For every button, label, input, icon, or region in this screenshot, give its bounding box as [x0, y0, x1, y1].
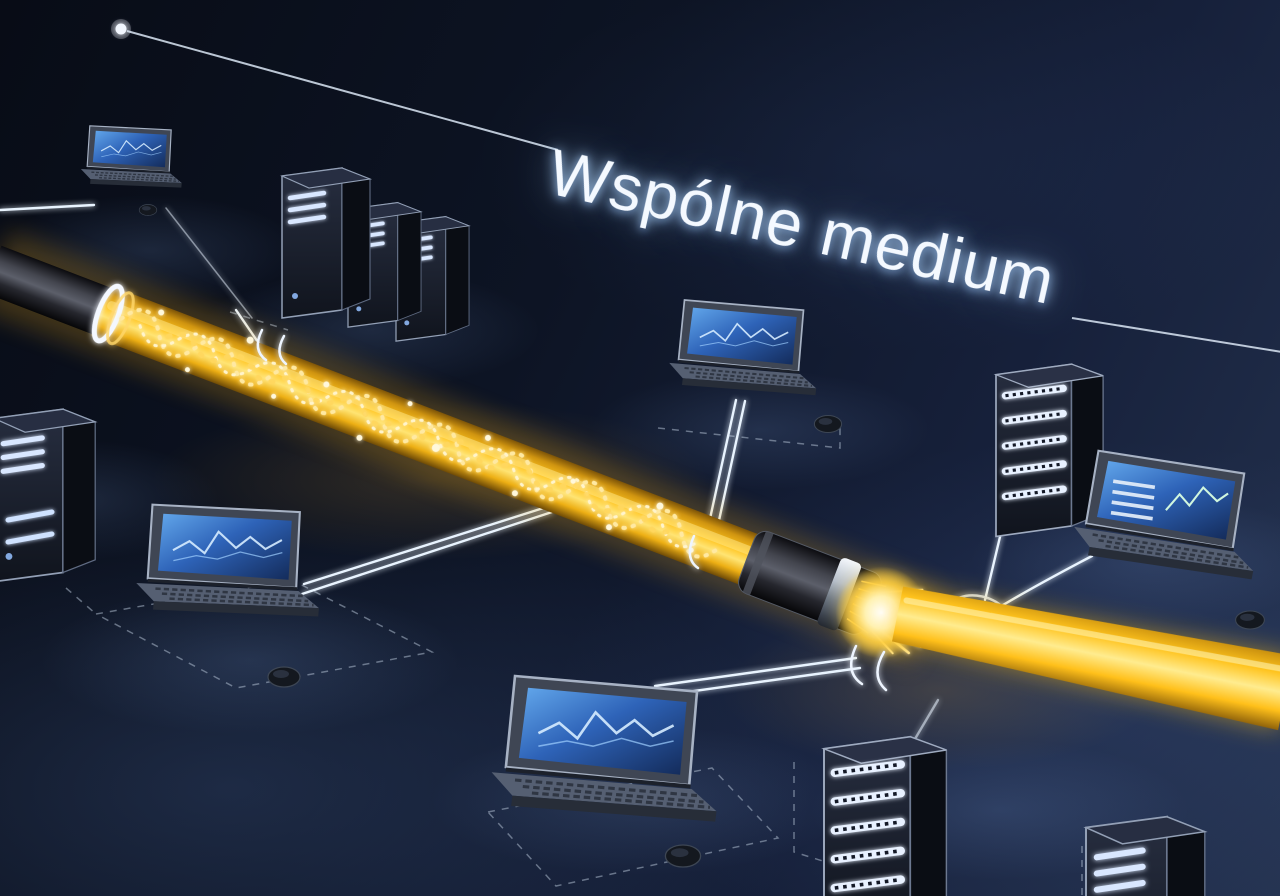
- cable-body-right: [892, 586, 1280, 731]
- mouse-top-left: [138, 204, 158, 216]
- dashed-floor-outline: [229, 311, 289, 331]
- network-link-line: [653, 656, 858, 688]
- network-link-line: [996, 554, 1094, 610]
- server-bottom-right-2: [1086, 817, 1205, 896]
- network-link-line: [165, 207, 253, 319]
- cable-stub: [0, 245, 114, 336]
- network-link-line: [302, 502, 558, 586]
- network-link-line: [300, 510, 554, 596]
- annotation-line-right: [1071, 317, 1280, 353]
- annotation: [111, 19, 1280, 353]
- signal-sparkles: [119, 307, 721, 559]
- cable-hook: [256, 328, 268, 362]
- laptop-top-left: [78, 121, 183, 192]
- server-left-slots: [5, 509, 55, 545]
- cable-hooks: [256, 328, 888, 692]
- cable-hook: [849, 644, 864, 686]
- server-tower-top-1: [282, 168, 370, 318]
- cable-hook: [876, 650, 888, 692]
- cable-hook: [688, 534, 700, 570]
- mouse-center-left: [267, 666, 301, 688]
- server-bottom-right-1: [824, 737, 946, 896]
- dashed-floor-outline: [657, 420, 841, 449]
- laptop-bottom: [489, 674, 719, 824]
- cable-highlight-right: [903, 597, 1280, 673]
- dashed-floor-outline: [486, 767, 780, 887]
- laptop-middle: [667, 298, 818, 397]
- cable-connector-icon: [738, 530, 936, 659]
- network-link-line: [910, 698, 940, 746]
- server-rack-right: [996, 364, 1103, 536]
- server-left: [0, 409, 95, 582]
- cable-hook: [278, 334, 288, 366]
- mouse-middle: [813, 414, 843, 434]
- dashed-floor-outline: [65, 587, 97, 615]
- annotation-line-left: [126, 30, 559, 151]
- laptop-center-left: [132, 497, 321, 625]
- shared-cable-right: [892, 586, 1280, 731]
- mouse-bottom: [664, 844, 702, 868]
- mouse-right: [1235, 610, 1265, 630]
- annotation-dot: [115, 23, 127, 35]
- network-link-line: [0, 203, 96, 212]
- cable-end-ring: [91, 283, 135, 346]
- shared-cable-left: [0, 230, 944, 668]
